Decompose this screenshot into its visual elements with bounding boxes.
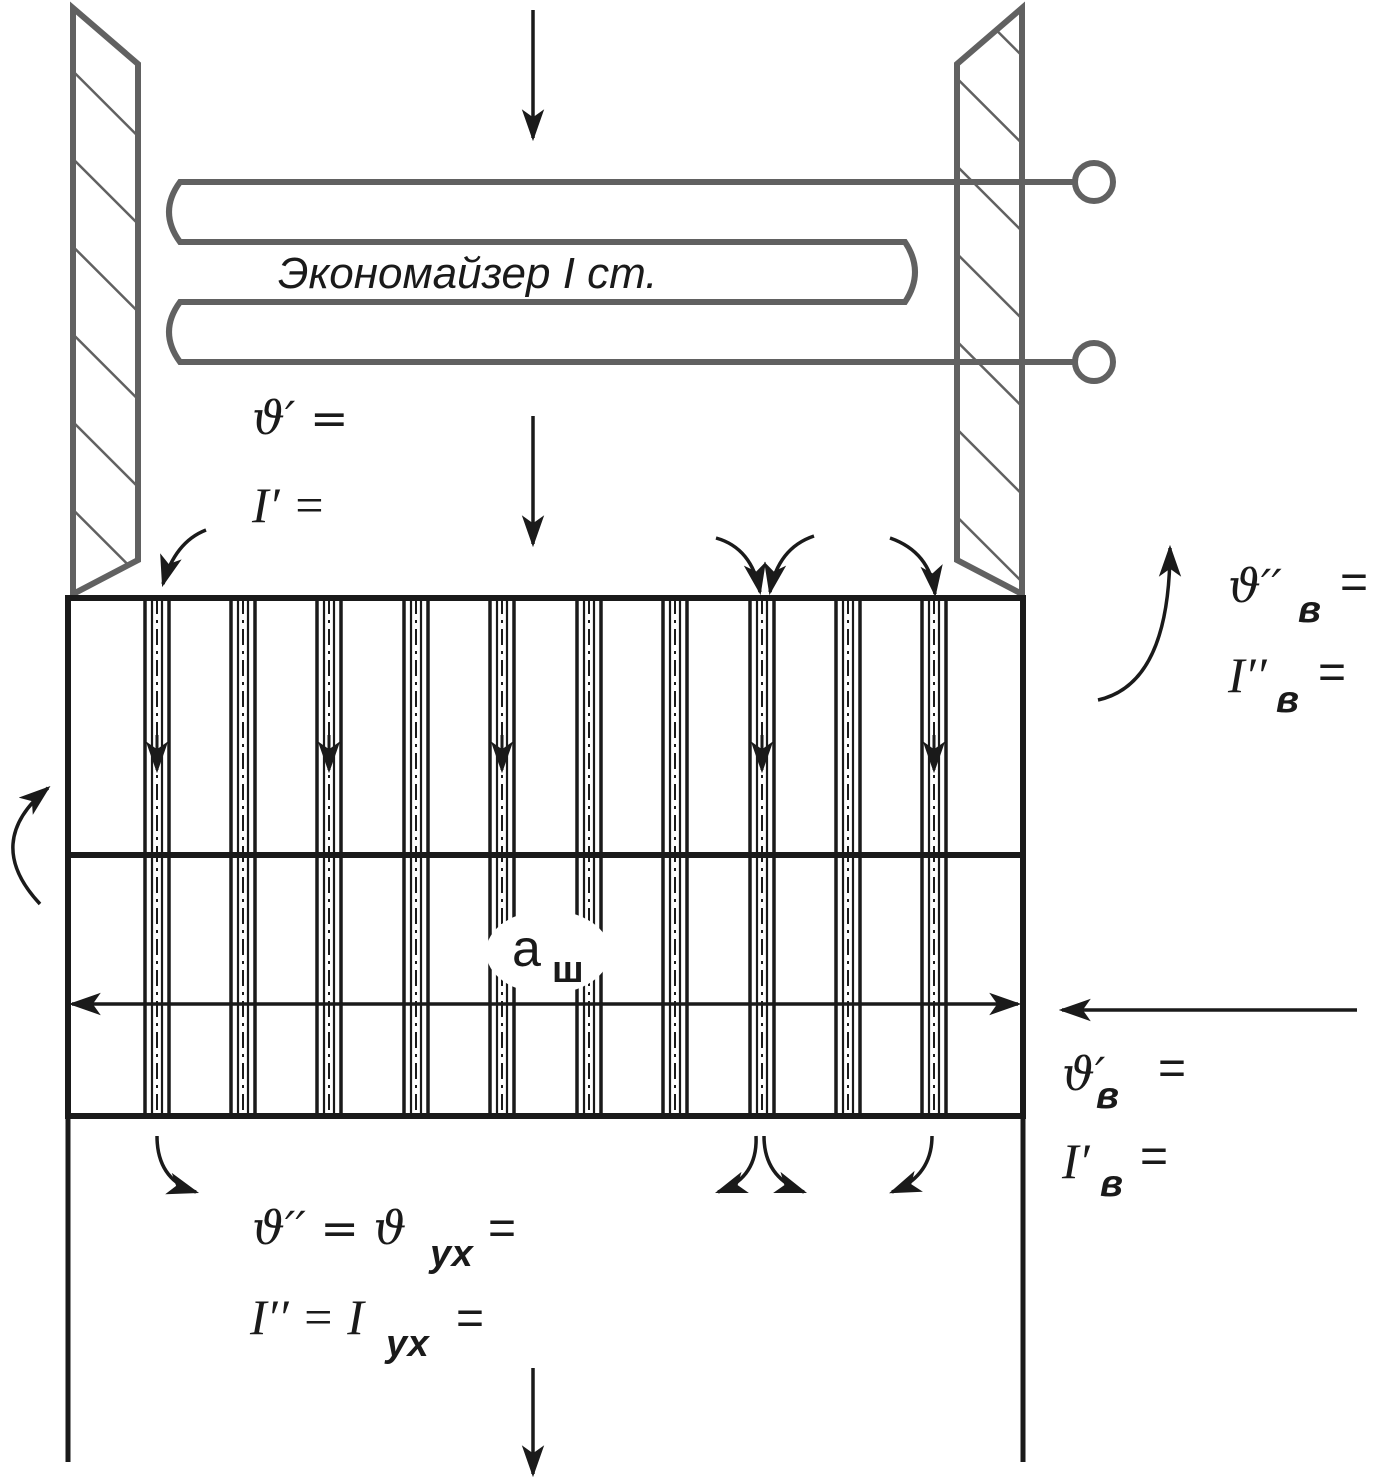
width-subscript: ш [552, 949, 584, 991]
gas-entry-arrow-4 [889, 536, 943, 598]
tube [229, 598, 257, 1116]
theta-exit-subscript: ух [428, 1233, 475, 1275]
theta-in-label: ϑ′ = [252, 391, 349, 445]
air-outlet-arrow [1097, 544, 1182, 702]
theta-air-out-symbol: ϑ′′ [1228, 559, 1282, 613]
theta-exit-label: ϑ′′ = ϑ [252, 1201, 406, 1255]
tube [920, 598, 948, 1116]
tube [315, 598, 343, 1116]
tube [661, 598, 689, 1116]
tube-bank [143, 598, 948, 1116]
gas-exit-arrow-2 [714, 1135, 758, 1194]
coil-inlet-header [1072, 160, 1116, 204]
i-air-in-subscript: в [1100, 1163, 1123, 1205]
left-flue-wall [70, 1, 141, 599]
theta-air-out-subscript: в [1298, 589, 1321, 631]
tube [488, 598, 516, 1116]
i-in-label: I′ = [251, 477, 326, 533]
air-heater-block [65, 595, 1026, 1462]
theta-air-in-subscript: в [1096, 1075, 1119, 1117]
economizer-label: Экономайзер I ст. [278, 249, 658, 298]
gas-entry-arrow-2 [715, 536, 766, 596]
i-exit-label: I′′ = I [249, 1289, 366, 1345]
i-exit-equals: = [456, 1292, 484, 1345]
theta-air-in-equals: = [1158, 1042, 1186, 1095]
i-air-out-symbol: I′′ [1227, 647, 1268, 703]
i-exit-subscript: ух [384, 1323, 431, 1365]
tube [575, 598, 603, 1116]
i-air-in-equals: = [1140, 1130, 1168, 1183]
tube [834, 598, 862, 1116]
theta-air-in-symbol: ϑ′ [1062, 1047, 1106, 1101]
tube [402, 598, 430, 1116]
theta-air-out-equals: = [1340, 556, 1368, 609]
gas-exit-arrow-3 [762, 1135, 808, 1194]
coil-outlet-header [1072, 340, 1116, 384]
theta-exit-equals: = [488, 1202, 516, 1255]
i-air-out-equals: = [1318, 646, 1346, 699]
tube [748, 598, 776, 1116]
gas-exit-arrow-4 [889, 1135, 934, 1194]
right-flue-wall [954, 1, 1025, 599]
width-symbol: а [512, 920, 541, 978]
gas-entry-arrow-1 [160, 528, 207, 588]
width-dimension: а ш [68, 910, 1022, 1016]
gas-exit-arrow-1 [155, 1135, 200, 1195]
economizer-coil [166, 160, 1116, 384]
i-air-in-symbol: I′ [1061, 1133, 1091, 1189]
gas-entry-arrow-3 [764, 534, 815, 596]
i-air-out-subscript: в [1276, 679, 1299, 721]
air-turn-arrow [11, 785, 51, 906]
tube [143, 598, 171, 1116]
